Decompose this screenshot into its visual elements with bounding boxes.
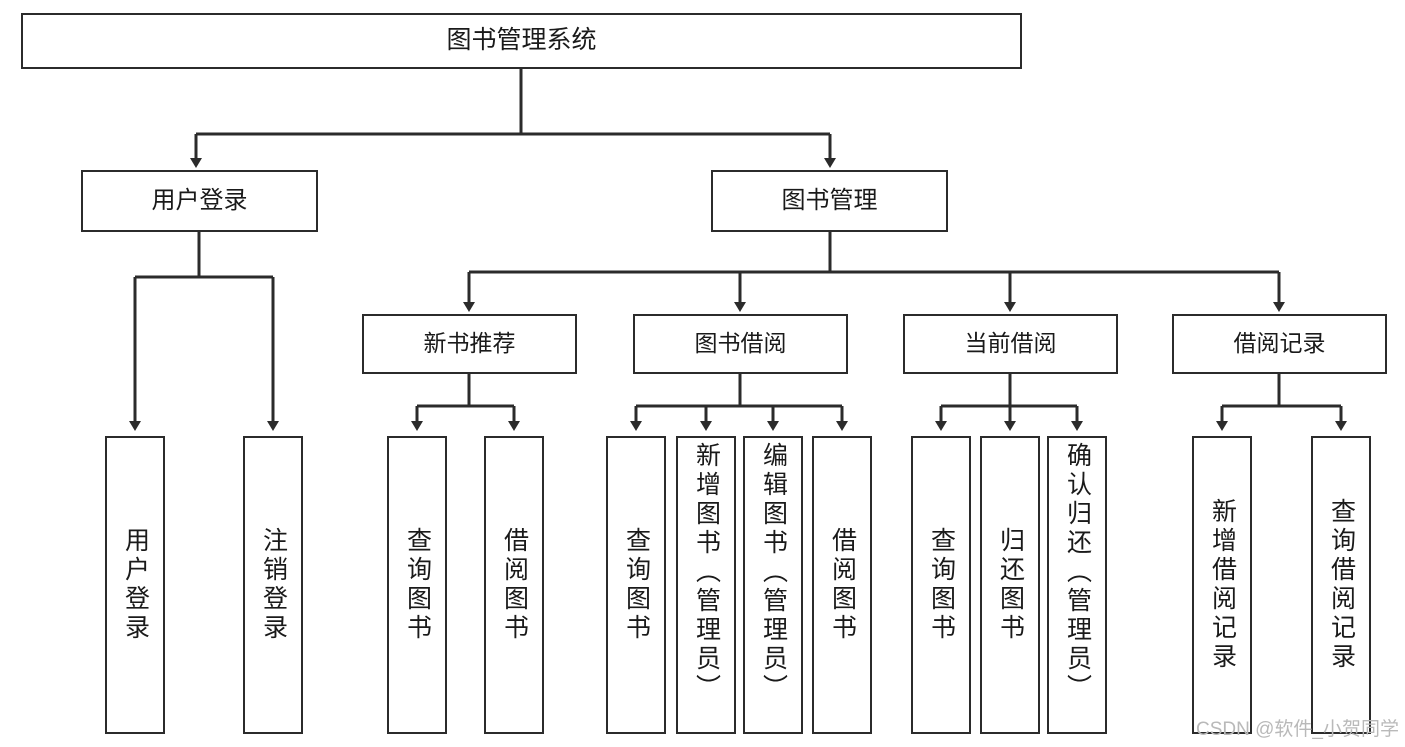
leaf-borrow-book-newbook-label: 借阅图书 (500, 527, 529, 643)
leaf-query-book-newbook[interactable]: 查询图书 (387, 436, 447, 734)
leaf-return-book[interactable]: 归还图书 (980, 436, 1040, 734)
node-user-login[interactable]: 用户登录 (81, 170, 318, 232)
leaf-borrow-book-newbook[interactable]: 借阅图书 (484, 436, 544, 734)
node-book-management[interactable]: 图书管理 (711, 170, 948, 232)
leaf-query-borrow-record-label: 查询借阅记录 (1327, 498, 1356, 672)
leaf-borrow-book-borrow[interactable]: 借阅图书 (812, 436, 872, 734)
leaf-query-book-borrow-label: 查询图书 (622, 527, 651, 643)
leaf-edit-book-admin[interactable]: 编辑图书（管理员） (743, 436, 803, 734)
node-new-book-recommend[interactable]: 新书推荐 (362, 314, 577, 374)
leaf-confirm-return-admin-label: 确认归还（管理员） (1063, 442, 1092, 703)
leaf-add-borrow-record[interactable]: 新增借阅记录 (1192, 436, 1252, 734)
leaf-query-book-current-label: 查询图书 (927, 527, 956, 643)
node-borrow-record-label: 借阅记录 (1233, 330, 1326, 357)
leaf-add-borrow-record-label: 新增借阅记录 (1208, 498, 1237, 672)
leaf-confirm-return-admin[interactable]: 确认归还（管理员） (1047, 436, 1107, 734)
leaf-query-book-current[interactable]: 查询图书 (911, 436, 971, 734)
leaf-query-book-borrow[interactable]: 查询图书 (606, 436, 666, 734)
leaf-query-borrow-record[interactable]: 查询借阅记录 (1311, 436, 1371, 734)
node-borrow-record[interactable]: 借阅记录 (1172, 314, 1387, 374)
leaf-borrow-book-borrow-label: 借阅图书 (828, 527, 857, 643)
leaf-user-login-label: 用户登录 (121, 527, 150, 643)
node-user-login-label: 用户登录 (151, 186, 248, 214)
node-book-management-label: 图书管理 (781, 186, 878, 214)
leaf-add-book-admin-label: 新增图书（管理员） (692, 442, 721, 703)
node-root-library-system[interactable]: 图书管理系统 (21, 13, 1022, 69)
leaf-return-book-label: 归还图书 (996, 527, 1025, 643)
leaf-edit-book-admin-label: 编辑图书（管理员） (759, 442, 788, 703)
leaf-user-login[interactable]: 用户登录 (105, 436, 165, 734)
node-root-label: 图书管理系统 (446, 26, 597, 55)
node-book-borrow[interactable]: 图书借阅 (633, 314, 848, 374)
node-book-borrow-label: 图书借阅 (694, 330, 787, 357)
leaf-query-book-newbook-label: 查询图书 (403, 527, 432, 643)
leaf-logout-label: 注销登录 (259, 527, 288, 643)
node-new-book-recommend-label: 新书推荐 (423, 330, 516, 357)
leaf-add-book-admin[interactable]: 新增图书（管理员） (676, 436, 736, 734)
leaf-logout[interactable]: 注销登录 (243, 436, 303, 734)
node-current-borrow-label: 当前借阅 (964, 330, 1057, 357)
node-current-borrow[interactable]: 当前借阅 (903, 314, 1118, 374)
